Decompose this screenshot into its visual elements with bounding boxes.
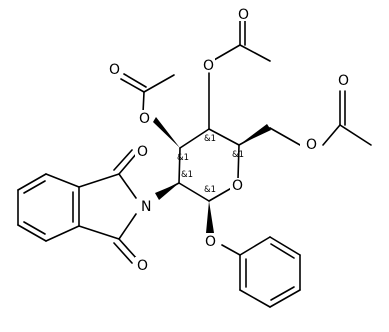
bond-c-o-top	[118, 152, 138, 175]
bond-ar-5	[45, 225, 80, 242]
atom-o-ac3: O	[139, 111, 150, 127]
wedge-bonds	[153, 117, 271, 233]
atom-o-ac4: O	[203, 58, 214, 74]
bond-c-o-top-dbl	[113, 149, 133, 171]
bonds	[17, 20, 372, 308]
stereo-c2: &1	[181, 170, 193, 180]
atom-o-ac6: O	[306, 137, 317, 153]
bond-c-o-bot-dbl	[113, 242, 133, 264]
stereo-c1: &1	[204, 185, 216, 195]
bond-c1-c2	[178, 182, 210, 202]
atom-o-phth-top: O	[137, 144, 148, 160]
bond-n-c-top	[118, 173, 137, 199]
bond-c3-c4	[179, 128, 210, 149]
bond-o-c-ac4	[213, 44, 241, 61]
bond-ar-dbl-c	[23, 221, 46, 235]
atom-o-ring: O	[232, 178, 243, 194]
stereo-c3: &1	[177, 153, 189, 163]
stereo-c4: &1	[204, 134, 216, 144]
stereo-c5: &1	[232, 150, 244, 160]
bond-c6-o	[269, 127, 301, 146]
bond-ph-2	[269, 236, 301, 256]
bond-c-o-bot	[118, 238, 138, 260]
atom-o-ac3-carbonyl: O	[109, 62, 120, 78]
atom-o-phenoxy: O	[205, 234, 216, 250]
bond-o-c-ac6	[322, 124, 341, 146]
bond-c4-c5	[208, 128, 240, 146]
bond-ar-dbl-b	[23, 180, 46, 194]
bond-o-c-ac3	[142, 91, 145, 114]
atom-n-phthalimide: N	[141, 199, 151, 215]
bond-c-ar-bot	[78, 225, 120, 240]
bond-c-o-ac3	[120, 78, 145, 93]
bond-ph-5	[239, 289, 271, 308]
bond-c-me-ac4	[239, 44, 271, 62]
stereo-labels: &1 &1 &1 &1 &1	[177, 134, 244, 195]
wedge-c2-n	[155, 183, 179, 200]
bond-c-me-ac3	[143, 74, 175, 93]
bond-ph-4	[269, 289, 301, 308]
bond-ar-2	[17, 173, 47, 191]
atom-o-phth-bottom: O	[137, 258, 148, 274]
wedge-c5-c6	[239, 124, 271, 145]
atom-o-ac6-carbonyl: O	[338, 73, 349, 89]
bond-o-ph	[221, 244, 241, 256]
bond-c-me-ac6	[339, 124, 372, 146]
bond-ar-1	[45, 173, 80, 188]
wedge-c3-o	[153, 117, 180, 148]
bond-ph-dbl-a	[270, 243, 295, 259]
bond-n-c-bot	[118, 213, 137, 240]
bond-ph-1	[239, 236, 271, 256]
atom-o-ac4-carbonyl: O	[238, 7, 249, 23]
bond-c2-c3	[178, 147, 181, 184]
atom-labels: O O O O O O O O N O O	[107, 6, 350, 274]
bond-c5-o	[237, 144, 240, 180]
bond-c-ar-top	[78, 173, 120, 188]
bond-c-o-ac3-dbl	[123, 73, 147, 88]
bond-ar-4	[17, 224, 47, 242]
bond-ph-dbl-b	[270, 286, 295, 301]
wedge-c1-o	[206, 201, 214, 233]
